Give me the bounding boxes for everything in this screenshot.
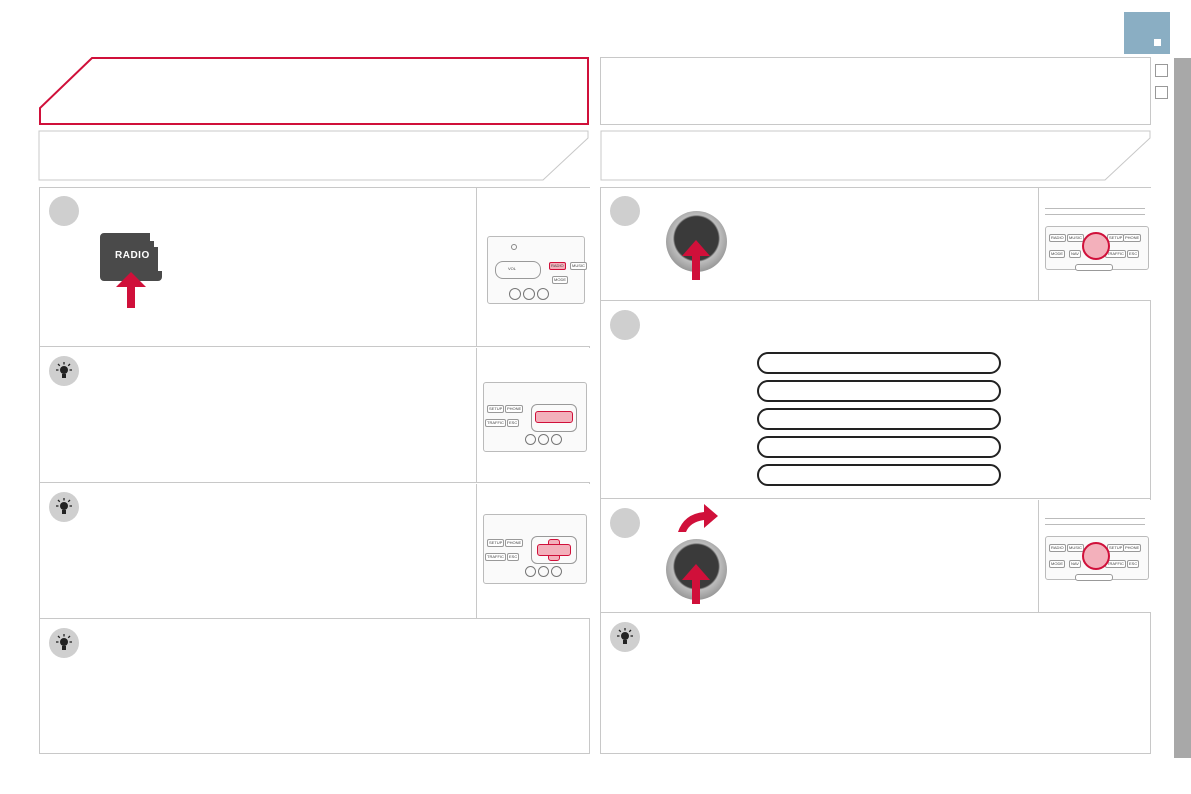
menu-option-5[interactable]: [757, 464, 1001, 486]
thumb-setup-btn-r1: SETUP: [1107, 234, 1125, 242]
menu-option-3[interactable]: [757, 408, 1001, 430]
tip-3-marker: [49, 628, 79, 658]
thumb-traffic-btn-1: TRAFFIC: [485, 419, 506, 427]
step-2-marker-right: [610, 310, 640, 340]
right-subtitle-bar: [600, 130, 1151, 181]
right-row-divider-3: [600, 612, 1151, 613]
thumb-esc-btn-r1: ESC: [1127, 250, 1140, 258]
left-row-divider-3: [39, 618, 590, 619]
thumb-setup-btn-r2: SETUP: [1107, 544, 1125, 552]
thumb-radio-btn: RADIO: [549, 262, 566, 270]
thumb-esc-btn-1: ESC: [507, 419, 520, 427]
lightbulb-tip-icon: [617, 628, 633, 644]
curved-arrow-icon: [678, 504, 718, 532]
right-row-divider-1: [600, 300, 1151, 301]
tip-1-marker: [49, 356, 79, 386]
checkbox-2: [1155, 86, 1168, 99]
left-title-header: [39, 57, 589, 125]
thumb-phone-btn-r1: PHONE: [1123, 234, 1142, 242]
thumb-nav-btn-r1: NAV: [1069, 250, 1081, 258]
thumb-esc-btn-r2: ESC: [1127, 560, 1140, 568]
thumb-music-btn-r1: MUSIC: [1067, 234, 1084, 242]
chapter-tab: [1124, 12, 1170, 54]
radio-card-icon: RADIO: [100, 233, 162, 281]
tip-4-marker: [610, 622, 640, 652]
tip-2-marker: [49, 492, 79, 522]
right-row-divider-2: [600, 498, 1151, 499]
step-3-marker-right: [610, 508, 640, 538]
menu-option-1[interactable]: [757, 352, 1001, 374]
thumb-mode-btn: MODE: [552, 276, 568, 284]
thumb-phone-btn-r2: PHONE: [1123, 544, 1142, 552]
left-row-divider-1: [39, 346, 590, 347]
thumb-setup-btn-1: SETUP: [487, 405, 505, 413]
thumb-phone-btn-1: PHONE: [505, 405, 524, 413]
thumb-vol-label: VOL: [508, 266, 517, 271]
thumb-esc-btn-2: ESC: [507, 553, 520, 561]
radio-card-label: RADIO: [115, 250, 150, 261]
thumb-setup-btn-2: SETUP: [487, 539, 505, 547]
thumb-knob-panel-2: RADIO MUSIC SETUP PHONE MODE NAV TRAFFIC…: [1038, 500, 1151, 612]
step-1-marker: [49, 196, 79, 226]
left-subtitle-bar: [38, 130, 589, 181]
lightbulb-tip-icon: [56, 634, 72, 650]
thumb-music-btn-r2: MUSIC: [1067, 544, 1084, 552]
step-1-marker-right: [610, 196, 640, 226]
left-row-divider-2: [39, 482, 590, 483]
sidebar-strip: [1174, 58, 1191, 758]
menu-option-2[interactable]: [757, 380, 1001, 402]
thumb-mode-btn-r1: MODE: [1049, 250, 1065, 258]
thumb-music-btn: MUSIC: [570, 262, 587, 270]
right-title-header: [600, 57, 1151, 125]
lightbulb-tip-icon: [56, 498, 72, 514]
up-arrow-icon: [682, 240, 710, 280]
thumb-traffic-btn-2: TRAFFIC: [485, 553, 506, 561]
thumb-phone-btn-2: PHONE: [505, 539, 524, 547]
thumb-radio-btn-r2: RADIO: [1049, 544, 1066, 552]
chapter-tab-square-icon: [1154, 39, 1161, 46]
up-arrow-icon-2: [682, 564, 710, 604]
thumb-radio-btn-r1: RADIO: [1049, 234, 1066, 242]
thumb-mode-btn-r2: MODE: [1049, 560, 1065, 568]
up-arrow-icon: [116, 272, 146, 308]
checkbox-1: [1155, 64, 1168, 77]
lightbulb-tip-icon: [56, 362, 72, 378]
right-content-frame: [600, 187, 1151, 754]
thumb-knob-panel-1: RADIO MUSIC SETUP PHONE MODE NAV TRAFFIC…: [1038, 188, 1151, 300]
thumb-radio-panel: VOL RADIO MUSIC MODE: [476, 188, 590, 346]
thumb-nav-panel-2: SETUP PHONE TRAFFIC ESC: [476, 484, 590, 618]
menu-option-4[interactable]: [757, 436, 1001, 458]
thumb-nav-btn-r2: NAV: [1069, 560, 1081, 568]
thumb-nav-panel-1: SETUP PHONE TRAFFIC ESC: [476, 348, 590, 482]
